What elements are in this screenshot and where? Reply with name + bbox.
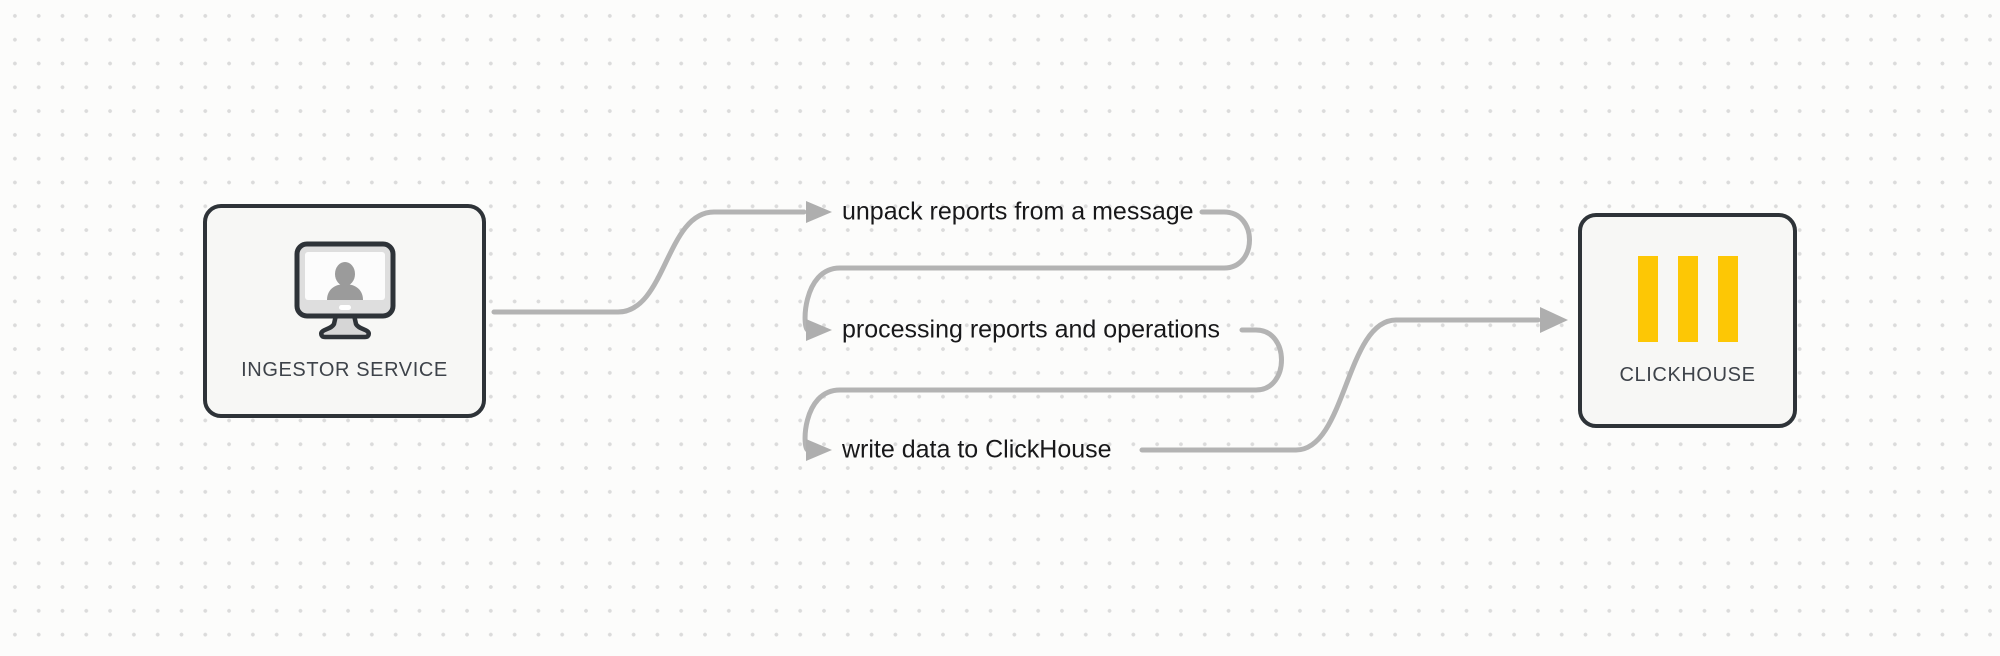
connector-ingestor-to-step1 [491, 209, 807, 315]
flow-step-2-label: processing reports and operations [842, 315, 1221, 344]
clickhouse-bar [1637, 255, 1658, 342]
monitor-user-icon [294, 241, 395, 340]
connector-step2-to-step3 [802, 327, 1284, 453]
node-ingestor-service: INGESTOR SERVICE [203, 204, 486, 418]
clickhouse-bar [1717, 255, 1738, 342]
flow-step-3-label: write data to ClickHouse [842, 435, 1112, 464]
node-label-ingestor: INGESTOR SERVICE [241, 359, 448, 381]
connector-step1-to-step2 [802, 209, 1252, 333]
flow-step-1-label: unpack reports from a message [842, 197, 1194, 226]
arrowhead-step3-icon [806, 439, 832, 461]
node-clickhouse: CLICKHOUSE [1578, 213, 1797, 428]
arrowhead-step2-icon [806, 319, 832, 341]
clickhouse-bars-logo-icon [1637, 255, 1738, 342]
node-label-clickhouse: CLICKHOUSE [1619, 363, 1756, 386]
arrowhead-clickhouse-icon [1540, 307, 1568, 333]
clickhouse-bar [1677, 255, 1698, 342]
arrowhead-step1-icon [806, 201, 832, 223]
